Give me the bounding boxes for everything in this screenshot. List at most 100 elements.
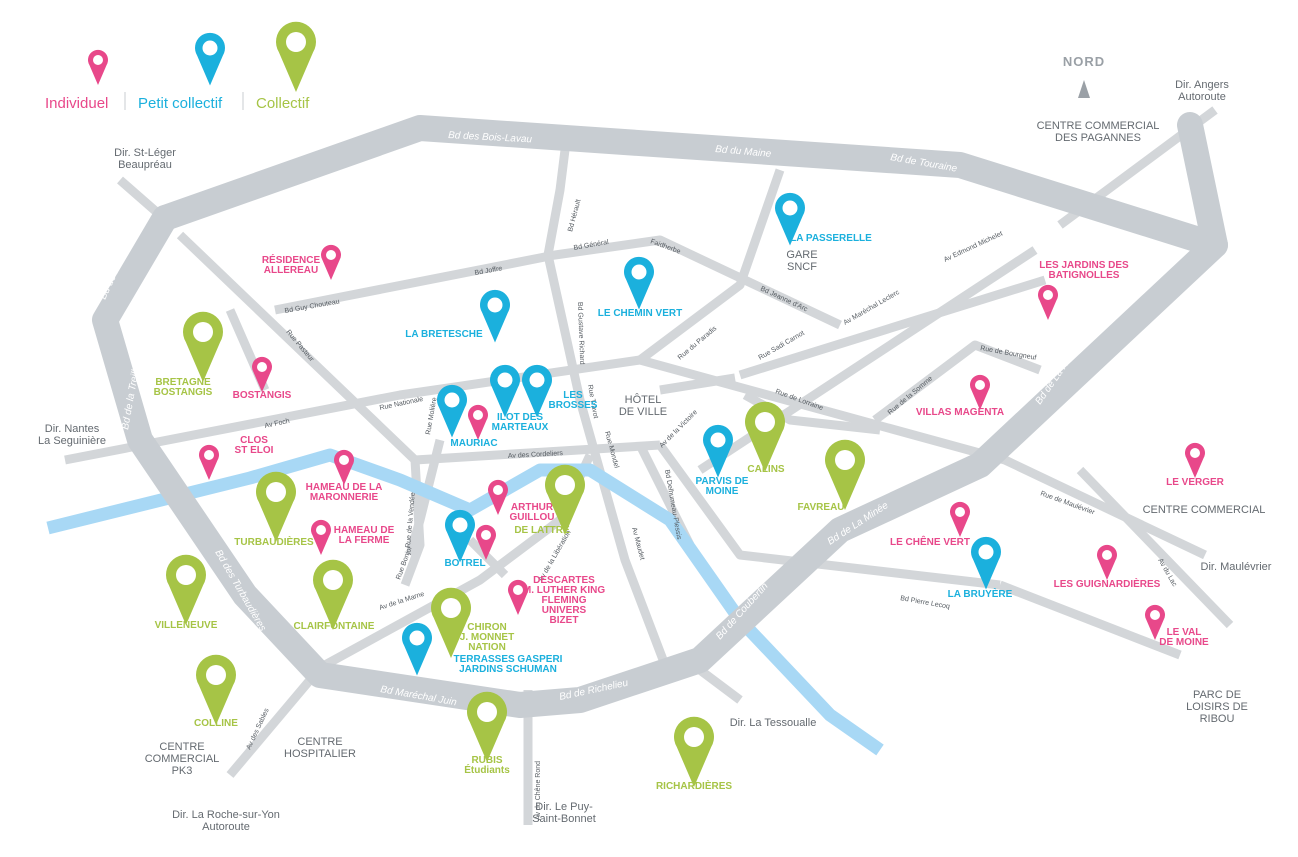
marker-label: PARVIS DE <box>696 476 749 487</box>
pin-icon[interactable] <box>276 21 316 92</box>
pin-icon[interactable] <box>199 444 219 480</box>
pin-icon[interactable] <box>674 716 714 787</box>
pin-icon[interactable] <box>165 554 206 625</box>
pin-icon[interactable] <box>467 404 488 440</box>
marker-label: LA FERME <box>339 535 390 546</box>
pin-icon[interactable] <box>522 364 552 418</box>
place-label: CENTRE <box>297 736 342 748</box>
pin-icon[interactable] <box>970 374 990 410</box>
marker-label: FLEMING <box>542 595 587 606</box>
pin-icon[interactable] <box>321 244 341 280</box>
street-label: Rue Pasteur <box>284 329 315 364</box>
boulevard <box>92 205 1228 718</box>
pin-icon[interactable] <box>745 401 785 472</box>
marker-label: MARTEAUX <box>492 422 549 433</box>
compass: NORD <box>1063 54 1104 98</box>
marker-label: CALINS <box>747 464 785 475</box>
place-label: DES PAGANNES <box>1055 132 1141 144</box>
street <box>405 438 445 557</box>
marker-label: RICHARDIÈRES <box>656 779 732 792</box>
marker-label: BOSTANGIS <box>233 390 292 401</box>
marker-label: CLOS <box>240 435 268 446</box>
pin-icon[interactable] <box>431 587 471 658</box>
pin-icon[interactable] <box>1096 544 1117 580</box>
street-label: Av Maréchal Leclerc <box>843 289 902 327</box>
pin-icon[interactable] <box>1038 284 1058 320</box>
place-label: CENTRE COMMERCIAL <box>1037 120 1160 132</box>
pin-icon[interactable] <box>490 364 520 418</box>
pin-icon[interactable] <box>950 501 970 537</box>
marker-label: LA BRUYÈRE <box>948 587 1013 600</box>
legend-label-individuel: Individuel <box>45 95 108 112</box>
pin-icon[interactable] <box>1145 604 1165 640</box>
marker-label: DESCARTES <box>533 575 595 586</box>
marker-label: MAURIAC <box>450 438 497 449</box>
place-label: CENTRE COMMERCIAL <box>1143 504 1266 516</box>
marker-label: ST ELOI <box>235 445 274 456</box>
pin-icon[interactable] <box>402 622 433 676</box>
minor-roads-layer <box>64 106 1234 825</box>
street <box>872 340 1042 424</box>
street-label: Bd Hérault <box>567 199 582 233</box>
pin-icon[interactable] <box>545 464 585 535</box>
pin-icon[interactable] <box>313 559 353 630</box>
pin-icon[interactable] <box>467 691 507 762</box>
pin-icon[interactable] <box>508 579 528 615</box>
place-label: Saint-Bonnet <box>532 813 596 825</box>
marker-label: MARONNERIE <box>310 492 379 503</box>
pin-icon[interactable] <box>445 509 476 563</box>
marker-label: HAMEAU DE LA <box>306 482 383 493</box>
marker-label: LES <box>563 390 583 401</box>
marker-label: LES GUIGNARDIÈRES <box>1054 577 1161 590</box>
marker-label: BATIGNOLLES <box>1049 270 1120 281</box>
pin-icon[interactable] <box>88 49 108 85</box>
street <box>274 235 842 330</box>
legend-label-petit_collectif: Petit collectif <box>138 95 223 112</box>
street <box>998 580 1182 660</box>
marker-label: LA PASSERELLE <box>790 233 872 244</box>
pin-icon[interactable] <box>775 192 806 246</box>
pin-icon[interactable] <box>195 32 225 86</box>
north-arrow-icon <box>1078 80 1090 98</box>
place-label: PARC DE <box>1193 689 1241 701</box>
pin-icon[interactable] <box>488 479 508 515</box>
street <box>697 666 743 704</box>
street-label: Bd Gustave Richard <box>576 302 585 365</box>
street <box>466 536 509 579</box>
marker-label: CLAIRFONTAINE <box>294 621 375 632</box>
pin-icon[interactable] <box>334 449 354 485</box>
place-label: COMMERCIAL <box>145 753 220 765</box>
place-label: Dir. St-Léger <box>114 147 176 159</box>
pin-icon[interactable] <box>183 311 223 382</box>
place-label: PK3 <box>172 765 193 777</box>
marker-label: LE VERGER <box>1166 477 1225 488</box>
pin-icon[interactable] <box>251 356 272 392</box>
marker-label: LE VAL <box>1167 627 1202 638</box>
pin-icon[interactable] <box>476 524 497 560</box>
place-label: Dir. Angers <box>1175 79 1229 91</box>
place-label: SNCF <box>787 261 817 273</box>
pin-icon[interactable] <box>971 536 1002 590</box>
street-label: Bd Joffre <box>474 265 503 277</box>
marker-label: ILOT DES <box>497 412 543 423</box>
pin-icon[interactable] <box>437 384 467 438</box>
pin-icon[interactable] <box>1185 442 1205 478</box>
pin-icon[interactable] <box>480 289 511 343</box>
marker-label: HAMEAU DE <box>334 525 395 536</box>
pin-icon[interactable] <box>624 256 654 310</box>
marker-label: BOSTANGIS <box>154 387 213 398</box>
street <box>1076 466 1234 629</box>
place-label: Dir. La Tessoualle <box>730 717 817 729</box>
pin-icon[interactable] <box>256 471 296 542</box>
street-label: Rue de la Vendée <box>405 492 417 548</box>
pin-icon[interactable] <box>703 424 734 478</box>
pin-icon[interactable] <box>196 654 237 725</box>
street <box>637 168 785 364</box>
pin-icon[interactable] <box>825 439 865 510</box>
street-label: Av des Cordeliers <box>508 450 564 460</box>
place-label: Dir. Nantes <box>45 423 100 435</box>
pin-icon[interactable] <box>311 519 332 555</box>
street <box>414 440 661 465</box>
boulevards-layer <box>92 112 1228 718</box>
